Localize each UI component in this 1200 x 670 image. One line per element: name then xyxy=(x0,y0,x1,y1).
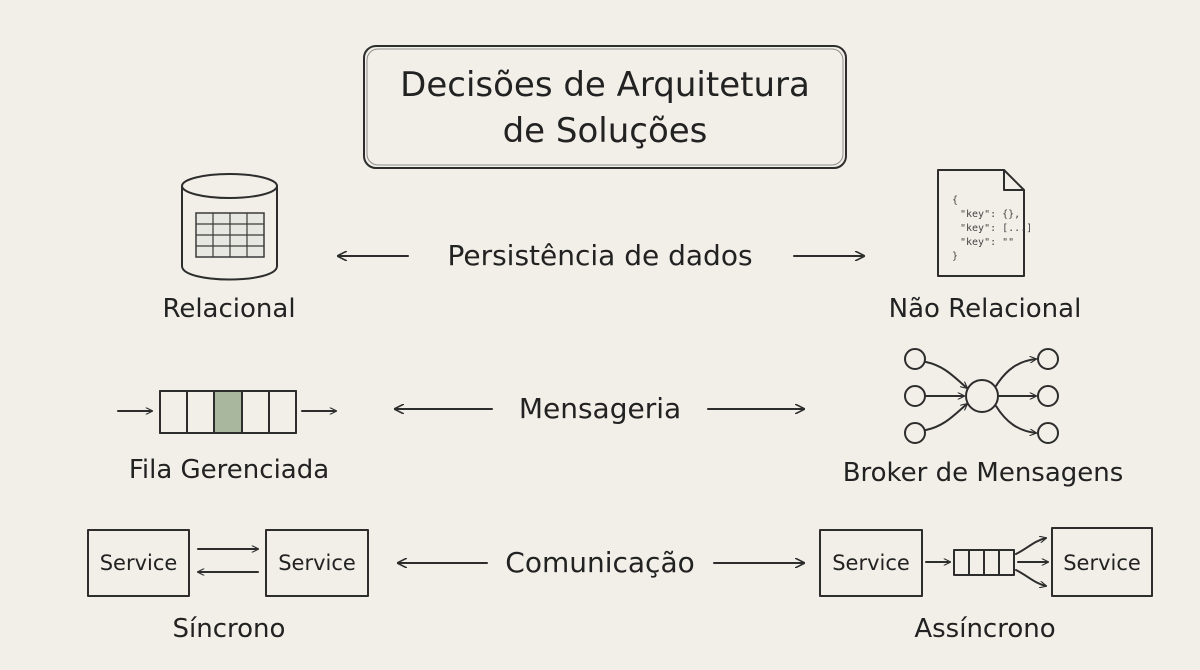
json-close: } xyxy=(952,251,958,262)
json-document-icon: { "key": {}, "key": [...] "key": "" } xyxy=(937,169,1032,277)
row-communication: Service Service Síncrono Comunicação Ser… xyxy=(87,527,1153,644)
row-persistence: Relacional Persistência de dados { "key"… xyxy=(162,169,1082,324)
service-label: Service xyxy=(1063,551,1141,575)
label-sincrono: Síncrono xyxy=(173,614,286,644)
label-nao-relacional: Não Relacional xyxy=(889,294,1082,324)
label-comunicacao: Comunicação xyxy=(505,546,694,579)
label-fila-gerenciada: Fila Gerenciada xyxy=(129,455,329,485)
json-line-1: "key": {}, xyxy=(960,209,1020,220)
label-assincrono: Assíncrono xyxy=(914,614,1055,644)
row-messaging: Fila Gerenciada Mensageria Broker de Men… xyxy=(117,348,1124,488)
service-box-async-right: Service xyxy=(1051,527,1153,597)
json-open: { xyxy=(952,195,958,206)
service-box-sync-right: Service xyxy=(265,529,369,597)
json-line-2: "key": [...] xyxy=(960,223,1032,234)
json-line-3: "key": "" xyxy=(960,237,1014,248)
queue-icon xyxy=(117,390,337,434)
broker-graph-icon xyxy=(904,348,1059,444)
service-label: Service xyxy=(832,551,910,575)
service-box-async-left: Service xyxy=(819,529,923,597)
label-broker-de-mensagens: Broker de Mensagens xyxy=(843,458,1124,488)
label-mensageria: Mensageria xyxy=(519,392,681,425)
database-icon xyxy=(181,173,278,281)
title-frame xyxy=(363,45,847,169)
service-box-sync-left: Service xyxy=(87,529,190,597)
title-box: Decisões de Arquitetura de Soluções xyxy=(363,45,847,169)
label-persistencia: Persistência de dados xyxy=(447,239,752,272)
title-line-2: de Soluções xyxy=(503,111,708,151)
queue-mini-icon xyxy=(953,549,1015,576)
service-label: Service xyxy=(100,551,178,575)
title-line-1: Decisões de Arquitetura xyxy=(400,65,810,105)
label-relacional: Relacional xyxy=(162,294,295,324)
service-label: Service xyxy=(278,551,356,575)
